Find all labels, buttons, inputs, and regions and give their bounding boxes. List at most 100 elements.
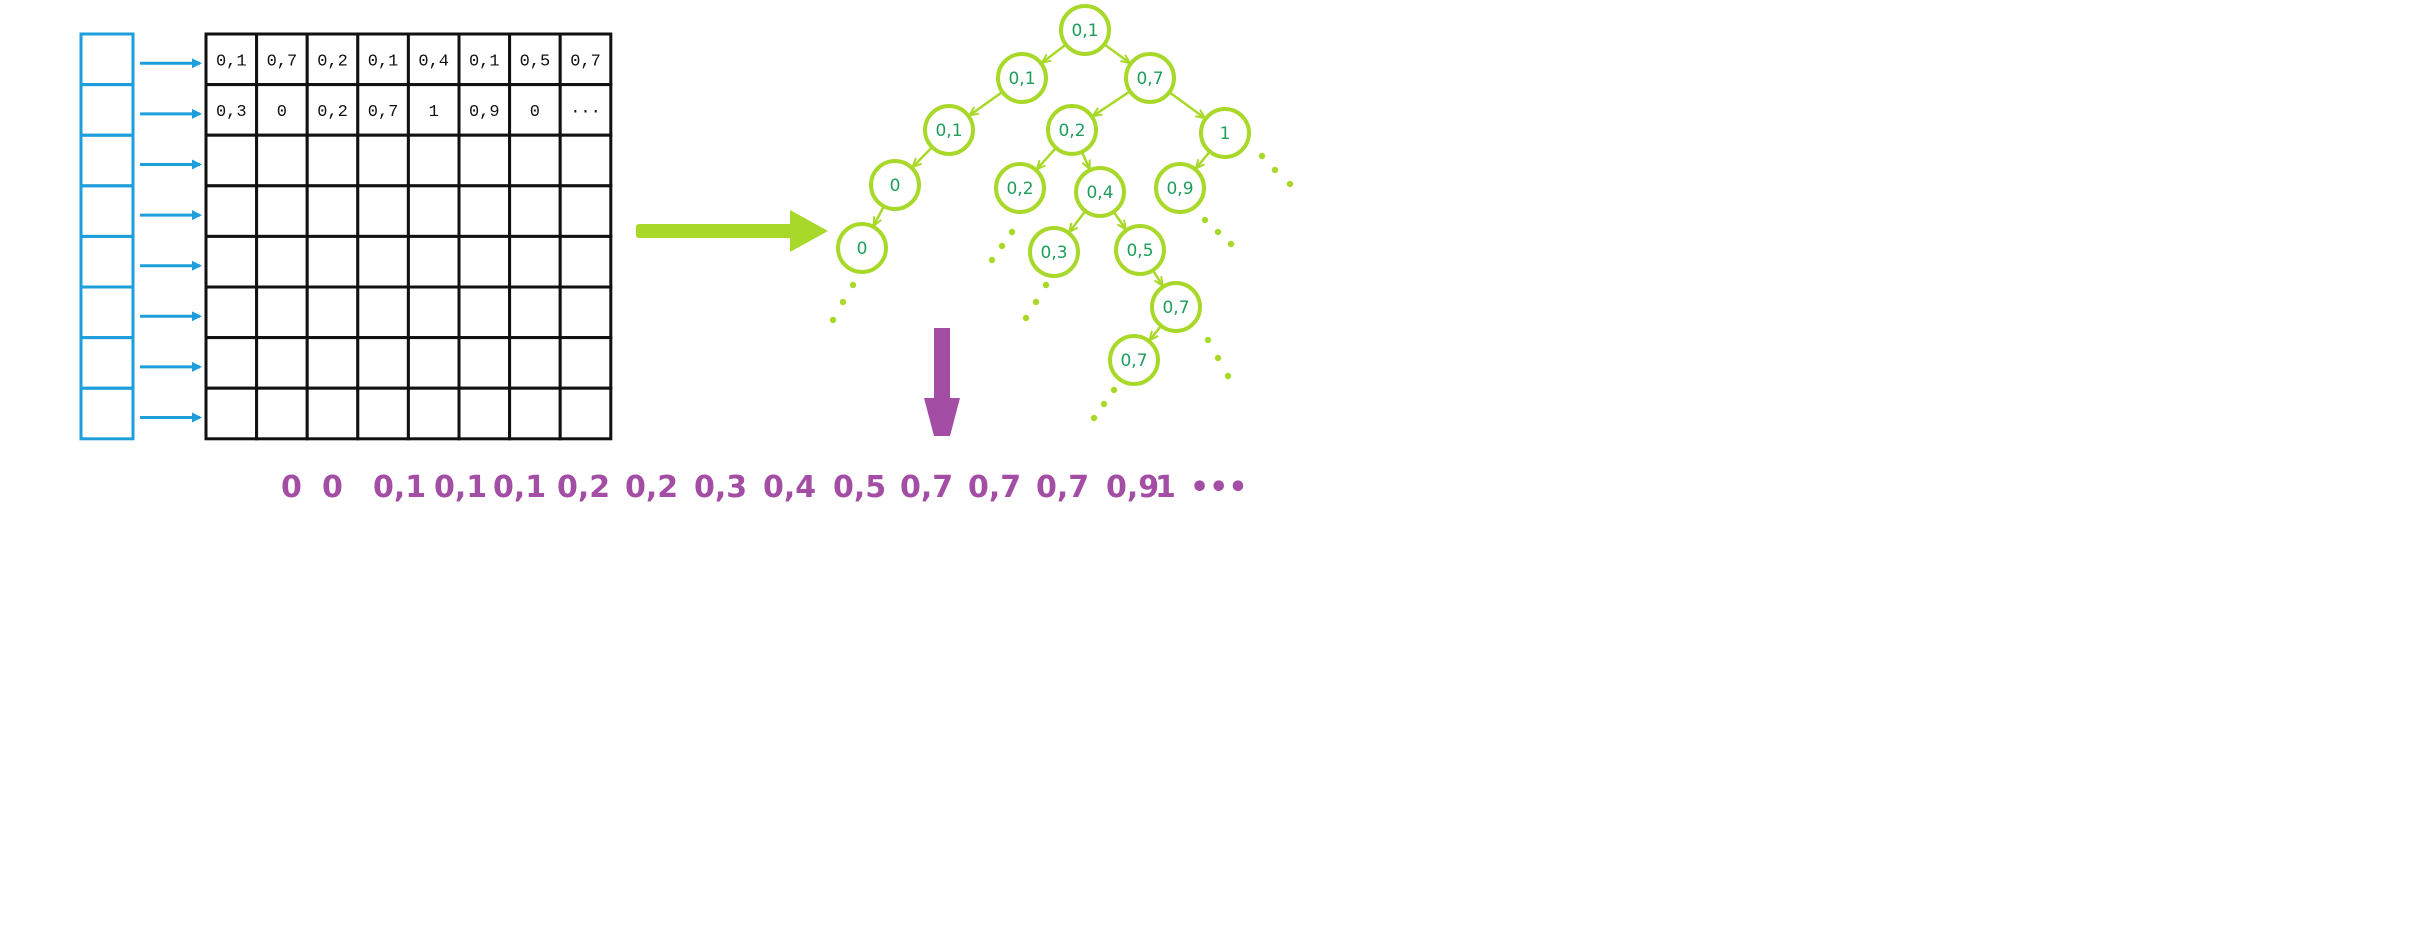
grid-cell: [305, 285, 360, 340]
tree-node-circle: [1108, 334, 1160, 386]
tree-edges: [874, 43, 1211, 339]
tree-edge: [1094, 90, 1131, 115]
tree-node-label: 0,7: [1120, 351, 1147, 371]
tree-node-label: 0,7: [1162, 298, 1189, 318]
grid-cell: [356, 184, 410, 238]
tree-node-label: 1: [1220, 124, 1231, 144]
tree-node: 0,4: [1074, 166, 1126, 218]
tree-node: 0,7: [1124, 52, 1176, 104]
tree-node: 0,3: [1028, 226, 1080, 278]
tree-node-circle: [1199, 107, 1251, 159]
grid-cell: [406, 386, 461, 441]
tree-edge: [1196, 150, 1211, 168]
tree-edge: [1151, 269, 1162, 285]
grid-cell: [204, 32, 259, 87]
tree-node-circle: [994, 162, 1046, 214]
bucket-slot: [79, 133, 135, 188]
bucket-slot: [79, 336, 135, 390]
tree-nodes: 0,1 0,1 0,7 0,1 0,2 1 0 0,2 0,4 0,9 0 0,3 0,5 0,7 0,7: [836, 4, 1251, 386]
grid-cell-value: 0,7: [267, 52, 298, 71]
green-right-arrow-icon: [636, 210, 828, 252]
sequence-value: 0,7: [968, 470, 1021, 505]
tree-node: 0,1: [923, 104, 975, 156]
grid-cell: [255, 285, 309, 340]
tree-node-circle: [1154, 162, 1206, 214]
ellipsis-dots: [988, 228, 1016, 264]
grid-cell: [406, 184, 461, 238]
grid-cell: [457, 234, 512, 289]
sequence-value: 0,7: [900, 470, 953, 505]
tree-node-label: 0,5: [1126, 241, 1153, 261]
grid-cell-value: 0,4: [418, 52, 449, 71]
tree-node-circle: [1150, 281, 1202, 333]
grid-cell-value: 1: [429, 103, 439, 122]
grid-cell-value: 0,1: [216, 52, 247, 71]
ellipsis-dots: [1090, 386, 1118, 422]
grid-cell-value: 0,1: [368, 52, 399, 71]
grid-cell: [558, 386, 613, 441]
ellipsis-dots: [1258, 152, 1294, 188]
grid-cell: [204, 386, 259, 441]
tree-node: 0: [869, 159, 921, 211]
tree-node: 1: [1199, 107, 1251, 159]
tree-node: 0,5: [1114, 224, 1166, 276]
grid-cell: [255, 184, 309, 238]
grid-cell: [558, 336, 613, 390]
grid-cell: [457, 83, 512, 137]
tree-node: 0,7: [1150, 281, 1202, 333]
ellipsis-dots: [1204, 336, 1232, 380]
sequence-value: 0,9: [1106, 470, 1159, 505]
grid-cell-value: 0,7: [368, 103, 399, 122]
tree-node-label: 0: [890, 176, 901, 196]
bucket-slot: [79, 32, 135, 87]
grid-cell: [508, 336, 562, 390]
tree-node-circle: [1124, 52, 1176, 104]
grid-cell: [255, 234, 309, 289]
sequence-value: 0,7: [1036, 470, 1089, 505]
tree-edge: [913, 146, 934, 166]
tree-node-circle: [1074, 166, 1126, 218]
sequence-value: 0,2: [557, 470, 610, 505]
grid-cell-value: 0,1: [469, 52, 500, 71]
grid-cell: [204, 234, 259, 289]
tree-node: 0: [836, 222, 888, 274]
sequence-value: 1: [1155, 470, 1176, 505]
sequence-value: 0: [322, 470, 343, 505]
grid-cell: [305, 184, 360, 238]
grid-cell-value: 0: [530, 103, 540, 122]
tree-node-label: 0,1: [1008, 69, 1035, 89]
sequence-value: 0,1: [434, 470, 487, 505]
grid-cell: [406, 285, 461, 340]
sequence-value: 0,3: [694, 470, 747, 505]
bucket-slot: [79, 386, 135, 441]
grid-cell: [406, 234, 461, 289]
tree-node: 0,9: [1154, 162, 1206, 214]
tree-node-label: 0,4: [1086, 183, 1113, 203]
sequence-value: •••: [1190, 470, 1248, 505]
bucket-slot: [79, 184, 135, 238]
tree-node-label: 0,2: [1058, 121, 1085, 141]
tree-node-label: 0,7: [1136, 69, 1163, 89]
grid-cell: [558, 285, 613, 340]
tree-node-circle: [923, 104, 975, 156]
grid-cell: [508, 234, 562, 289]
tree-edge: [1037, 147, 1057, 169]
tree-edge: [1112, 211, 1126, 229]
grid-cell: [356, 133, 410, 188]
grid-cell: [204, 336, 259, 390]
tree-node: 0,2: [994, 162, 1046, 214]
grid-cell: [406, 336, 461, 390]
tree-node-label: 0,1: [935, 121, 962, 141]
grid-cell: [558, 133, 613, 188]
grid-cell: [457, 133, 512, 188]
grid-cell: [406, 133, 461, 188]
bucket-slot: [79, 83, 135, 137]
tree-edge: [1070, 210, 1087, 231]
grid-cell: [255, 336, 309, 390]
tree-node-label: 0,1: [1071, 21, 1098, 41]
grid-cell-value: 0,2: [317, 103, 348, 122]
